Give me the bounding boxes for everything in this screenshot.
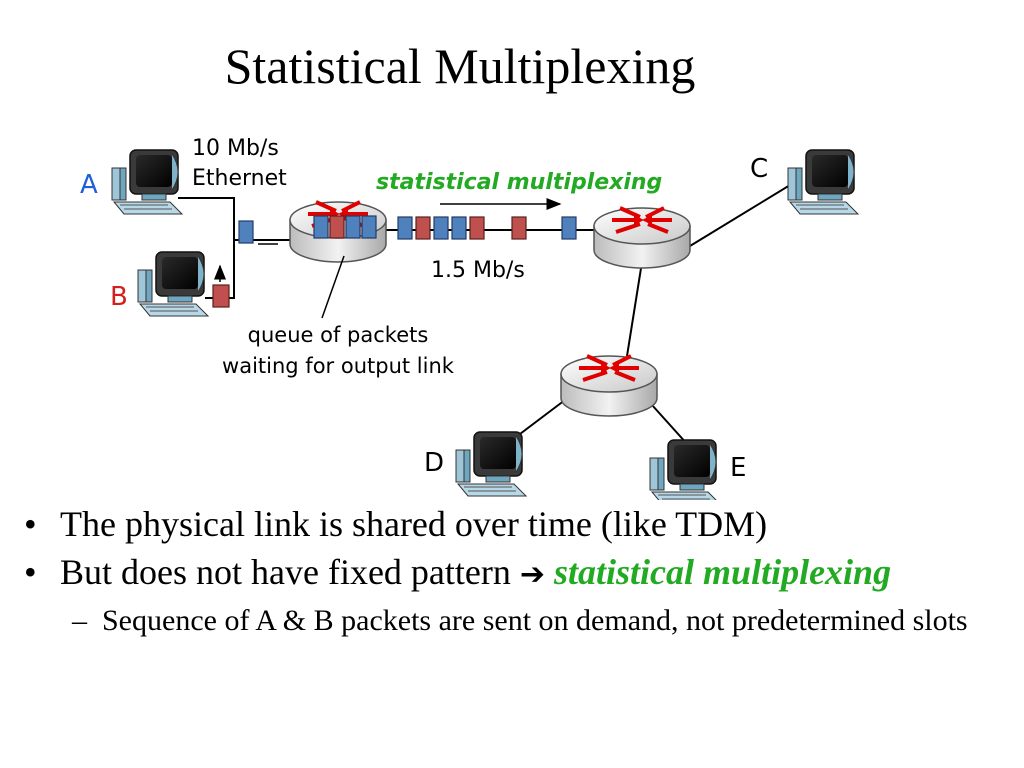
network-diagram xyxy=(111,149,859,500)
queue-pointer-line xyxy=(321,255,345,319)
statistical-multiplexing-label: statistical multiplexing xyxy=(376,170,663,195)
link-a xyxy=(178,197,290,241)
bullet-item: • But does not have fixed pattern ➔ stat… xyxy=(22,553,1002,594)
node-c-label: C xyxy=(750,154,769,184)
router-lower xyxy=(560,354,658,417)
bullet-dot-icon: • xyxy=(24,552,37,592)
right-arrow-icon: ➔ xyxy=(519,557,546,592)
link-e xyxy=(651,404,689,446)
bullet-item: • The physical link is shared over time … xyxy=(22,505,1002,543)
computer-d-icon xyxy=(455,431,527,497)
dash-icon: – xyxy=(72,604,87,637)
slide-title: Statistical Multiplexing xyxy=(224,38,696,94)
packet-b-access xyxy=(212,284,230,308)
shared-link-packets xyxy=(397,216,577,240)
link-c xyxy=(689,181,796,247)
link-lines xyxy=(178,181,796,446)
sub-bullet-text: Sequence of A & B packets are sent on de… xyxy=(102,604,968,637)
router-right xyxy=(593,206,691,269)
output-queue xyxy=(313,215,377,239)
computer-a-icon xyxy=(111,149,183,215)
link-router-lower xyxy=(626,261,643,357)
computer-e-icon xyxy=(649,439,721,500)
link-rate-label: 1.5 Mb/s xyxy=(431,258,525,283)
bullet-dot-icon: • xyxy=(24,504,37,544)
bullet-highlight: statistical multiplexing xyxy=(554,552,892,592)
bullet-list: • The physical link is shared over time … xyxy=(22,505,1002,638)
node-a-label: A xyxy=(80,170,98,200)
sub-bullet-item: – Sequence of A & B packets are sent on … xyxy=(22,604,1002,638)
node-d-label: D xyxy=(424,448,445,478)
ethernet-label: 10 Mb/s Ethernet xyxy=(192,136,287,191)
bullet-text: The physical link is shared over time (l… xyxy=(60,504,768,544)
node-b-label: B xyxy=(110,282,128,312)
node-e-label: E xyxy=(730,453,747,483)
computer-b-icon xyxy=(137,251,209,317)
bullet-text: But does not have fixed pattern xyxy=(60,552,511,592)
computer-c-icon xyxy=(787,149,859,215)
packet-a-access xyxy=(238,220,254,244)
queue-label: queue of packets waiting for output link xyxy=(222,323,454,378)
